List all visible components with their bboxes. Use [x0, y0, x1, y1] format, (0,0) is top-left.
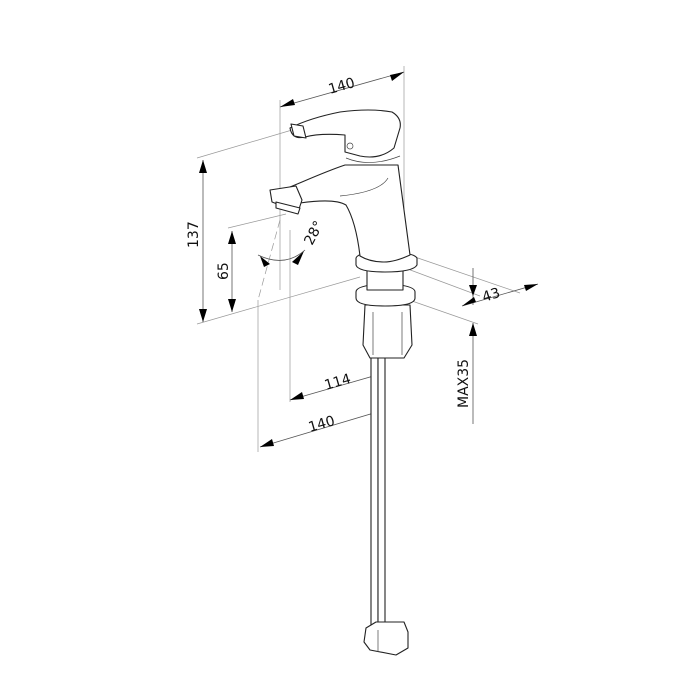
label-base-diameter: 43	[480, 285, 502, 306]
label-spout-reach: 114	[323, 371, 353, 394]
label-bottom-width: 140	[307, 413, 337, 436]
label-spout-angle: 28°	[301, 218, 327, 247]
label-top-width: 140	[327, 75, 357, 98]
hose-nut	[363, 621, 409, 656]
label-max-thickness: MAX35	[456, 359, 472, 408]
faucet-body	[269, 109, 418, 656]
label-total-height: 137	[186, 221, 202, 248]
label-spout-height: 65	[216, 262, 232, 280]
